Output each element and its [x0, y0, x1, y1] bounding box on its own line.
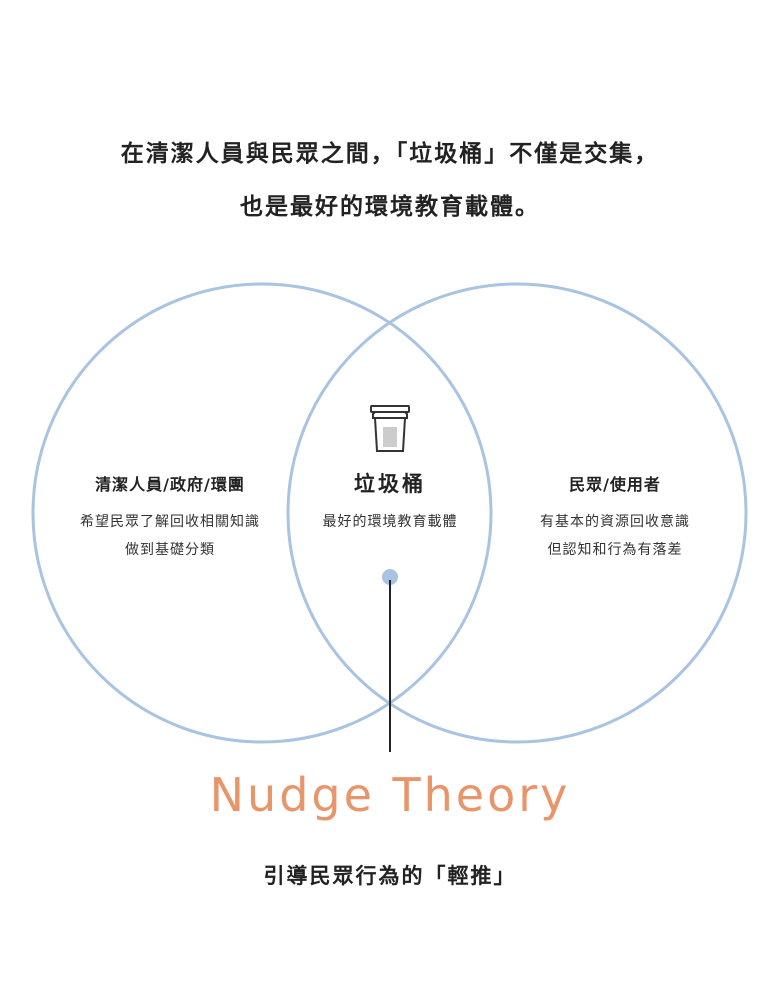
right-group-title: 民眾/使用者	[569, 475, 661, 494]
trash-bin-icon	[370, 405, 410, 452]
right-desc-line-1: 有基本的資源回收意識	[540, 514, 690, 530]
headline-line-2: 也是最好的環境教育載體。	[240, 194, 540, 220]
center-title: 垃圾桶	[354, 472, 426, 496]
left-group-title: 清潔人員/政府/環團	[95, 475, 245, 494]
venn-right-circle	[286, 282, 748, 744]
left-group-description: 希望民眾了解回收相關知識 做到基礎分類	[40, 508, 300, 564]
right-group-description: 有基本的資源回收意識 但認知和行為有落差	[485, 508, 745, 564]
nudge-theory-title: Nudge Theory	[209, 768, 571, 822]
right-desc-line-2: 但認知和行為有落差	[547, 542, 683, 558]
nudge-theory-subtitle: 引導民眾行為的「輕推」	[263, 864, 517, 888]
center-description: 最好的環境教育載體	[322, 514, 458, 530]
venn-left-circle	[31, 282, 493, 744]
headline-line-1: 在清潔人員與民眾之間，「垃圾桶」不僅是交集，	[120, 141, 660, 167]
left-desc-line-1: 希望民眾了解回收相關知識	[80, 514, 260, 530]
pointer-dot	[382, 569, 398, 585]
left-desc-line-2: 做到基礎分類	[125, 542, 215, 558]
